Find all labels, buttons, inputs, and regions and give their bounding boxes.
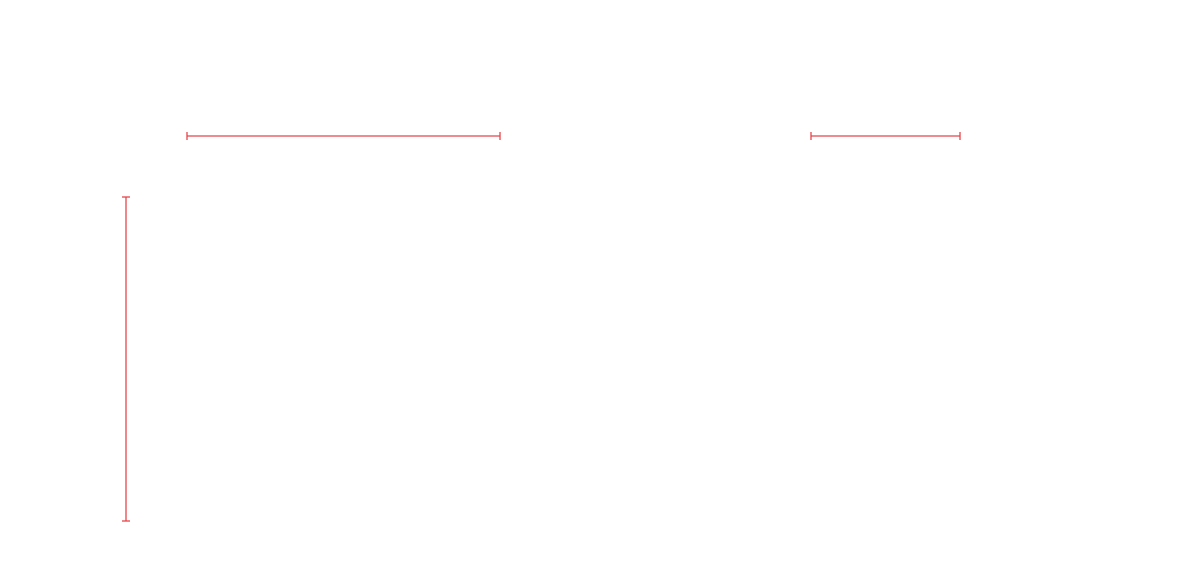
top-left-horizontal-marker <box>186 132 501 140</box>
top-right-horizontal-marker <box>810 132 961 140</box>
left-vertical-marker <box>122 196 130 522</box>
